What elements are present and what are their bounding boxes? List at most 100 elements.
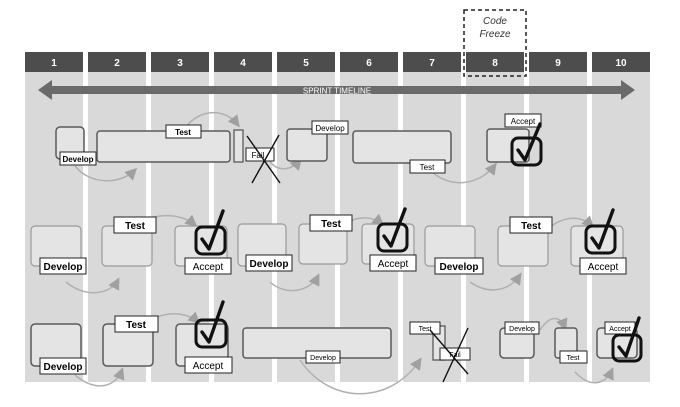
checkmark-stroke: [382, 207, 407, 248]
test-tag: [114, 315, 159, 333]
sprint-number: 10: [615, 58, 627, 69]
sprint-header-cell: [340, 52, 398, 72]
checkmark-icon: [611, 316, 643, 363]
sprint-header-cell: [214, 52, 272, 72]
sprint-header-cell: [592, 52, 650, 72]
flow-arrow: [74, 367, 125, 387]
test-label: Test: [125, 221, 145, 232]
accept-label: Accept: [193, 262, 224, 273]
accept-label: Accept: [378, 259, 409, 270]
develop-label: Develop: [44, 362, 83, 373]
timeline-label: SPRINT TIMELINE: [303, 87, 371, 96]
test-label: Test: [321, 219, 341, 230]
checkmark-stroke: [200, 209, 225, 251]
accept-label: Accept: [588, 262, 619, 273]
develop-label: Develop: [44, 262, 83, 273]
sprint-header-cell: [466, 52, 524, 72]
row-3: Develop Test Accept Develop Test Fail De…: [30, 300, 643, 383]
checkmark-icon: [376, 207, 409, 253]
checkmark-icon: [194, 300, 228, 349]
flow-arrow: [184, 111, 240, 129]
test-label: Test: [420, 163, 435, 172]
sprint-number: 4: [240, 58, 246, 69]
develop-tag: [434, 257, 484, 275]
accept-tag: [184, 356, 233, 374]
test-tag: [559, 350, 588, 364]
develop-box: [286, 128, 328, 162]
sprint-header-cell: [151, 52, 209, 72]
checkmark-box: [194, 225, 227, 256]
sprint-header-cell: [25, 52, 83, 72]
sprint-header: 1 2 3 4 5 6 7 8 9 10: [25, 52, 650, 72]
sprint-number: 1: [51, 58, 57, 69]
flow-arrow: [74, 165, 138, 182]
checkmark-box: [510, 136, 543, 167]
code-freeze-line2: Freeze: [479, 29, 511, 40]
flow-arrow: [574, 367, 614, 384]
row-2: Develop Test Accept Develop Test Accept …: [30, 207, 627, 275]
test-label: Test: [175, 128, 191, 137]
checkmark-box: [584, 224, 617, 255]
timeline-arrow-shape: [38, 80, 635, 100]
checkmark-box: [376, 222, 409, 253]
checkmark-stroke: [200, 300, 225, 344]
checkmark-box: [194, 318, 228, 349]
develop-label: Develop: [315, 124, 345, 133]
sprint-header-cell: [277, 52, 335, 72]
flow-arrow: [299, 357, 422, 395]
checkmark-box: [611, 333, 643, 363]
accept-tag: [579, 257, 627, 275]
accept-tag: [369, 254, 417, 272]
flow-arrow: [65, 277, 120, 294]
checkmark-stroke: [516, 122, 542, 162]
accept-label: Accept: [511, 117, 536, 126]
develop-box: [96, 130, 231, 163]
develop-tag: [305, 350, 341, 364]
develop-tag: [245, 254, 293, 272]
accept-label: Accept: [193, 361, 224, 372]
test-label: Test: [567, 355, 580, 362]
checkmark-icon: [194, 209, 227, 256]
develop-label: Develop: [310, 355, 336, 362]
test-tag: [509, 216, 553, 234]
code-freeze-line1: Code: [483, 16, 507, 27]
fail-label: Fail: [252, 151, 265, 160]
fail-cross-icon: [429, 327, 469, 383]
develop-box: [352, 130, 452, 164]
develop-label: Develop: [62, 155, 93, 164]
sprint-header-cell: [529, 52, 587, 72]
test-tag: [165, 124, 202, 139]
sprint-header-cell: [88, 52, 146, 72]
code-freeze-box: [463, 9, 527, 77]
checkmark-stroke: [590, 208, 615, 250]
flow-arrow: [429, 162, 497, 184]
fail-box: [233, 129, 244, 163]
develop-tag: [39, 357, 87, 375]
test-label: Test: [126, 320, 146, 331]
checkmark-icon: [584, 208, 617, 255]
develop-label: Develop: [440, 262, 479, 273]
sprint-number: 3: [177, 58, 183, 69]
accept-tag: [504, 113, 542, 128]
develop-tag: [59, 151, 97, 166]
code-freeze-callout: Code Freeze: [463, 9, 527, 77]
develop-label: Develop: [250, 259, 289, 270]
test-tag: [113, 216, 157, 234]
accept-tag: [184, 257, 232, 275]
test-label: Test: [419, 326, 432, 333]
fail-cross-icon: [246, 134, 281, 184]
row-1: Develop Test Fail Develop Test Accept: [55, 113, 543, 184]
checkmark-icon: [510, 122, 543, 167]
develop-tag: [504, 321, 540, 335]
sprint-number: 8: [492, 58, 498, 69]
test-tag: [409, 321, 441, 335]
accept-label: Accept: [609, 326, 630, 333]
flow-arrow: [539, 317, 568, 331]
sprint-number: 7: [429, 58, 435, 69]
sprint-timeline-arrow: SPRINT TIMELINE: [38, 80, 635, 100]
sprint-number: 9: [555, 58, 561, 69]
sprint-number: 2: [114, 58, 120, 69]
test-tag: [409, 159, 446, 174]
checkmark-stroke: [617, 316, 641, 358]
sprint-number: 6: [366, 58, 372, 69]
